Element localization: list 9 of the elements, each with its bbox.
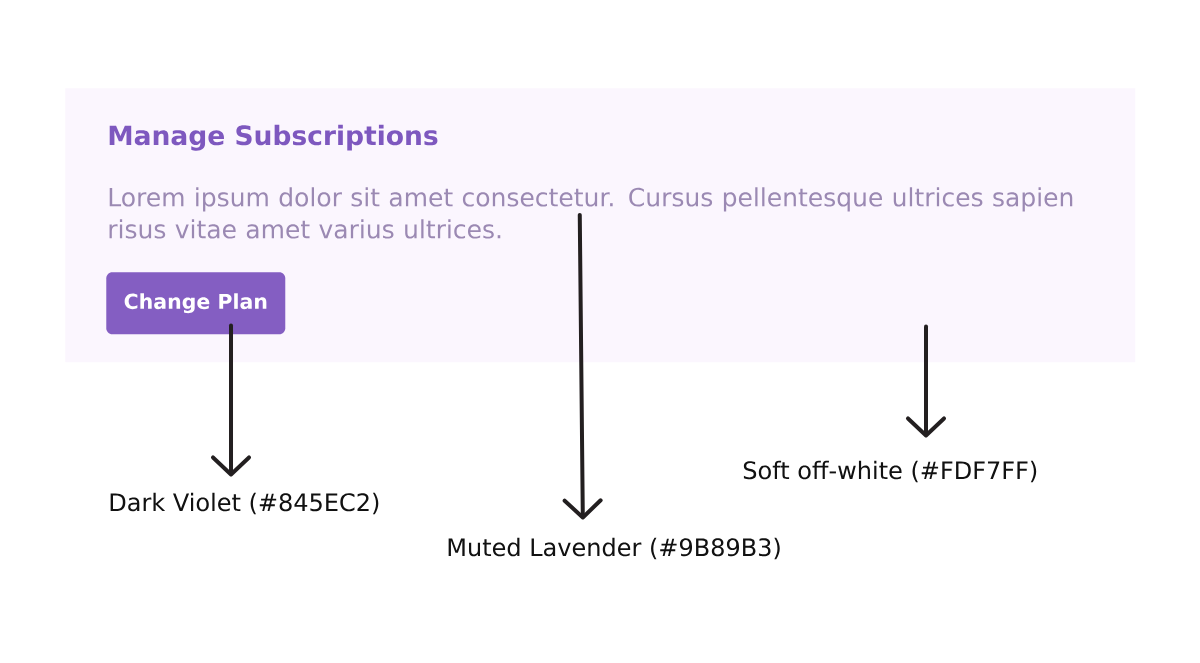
arrow — [562, 212, 603, 520]
button: Change Plan — [106, 272, 286, 335]
annotation: Dark Violet (#845EC2) — [110, 492, 379, 515]
arrow — [906, 324, 946, 438]
annotation: Soft off-white (#FDF7FF) — [743, 460, 1037, 483]
annotation: Muted Lavender (#9B89B3) — [448, 537, 780, 560]
arrow — [211, 323, 251, 477]
body-text: Lorem ipsum dolor sit amet consectetur. Cursus pellentesque ultrices sapien risus vitae amet varius ultrices. — [109, 187, 1073, 239]
heading: Manage Subscriptions — [109, 124, 438, 151]
